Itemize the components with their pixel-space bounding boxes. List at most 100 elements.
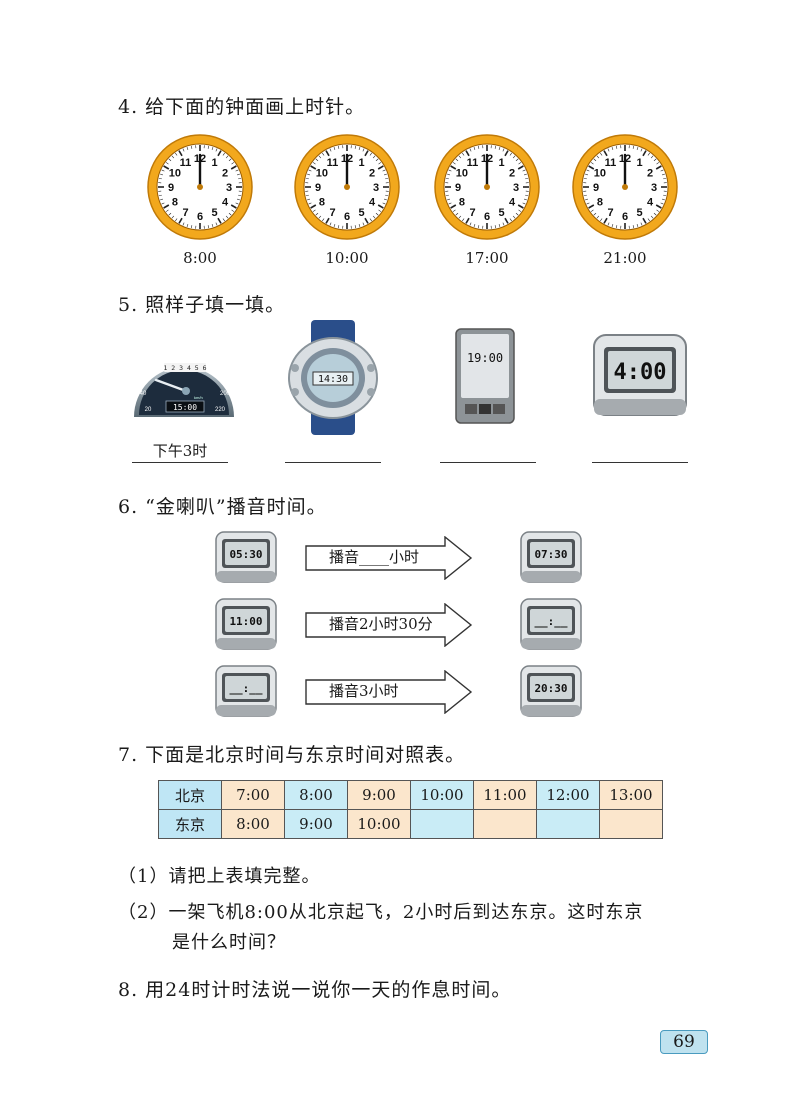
- clock-number: 1: [636, 157, 642, 169]
- table-row-tokyo: 东京 8:00 9:00 10:00: [158, 809, 663, 839]
- example-answer: 下午3时: [152, 442, 208, 460]
- clock-item: 12123456789101121:00: [571, 133, 680, 267]
- clock-number: 10: [456, 168, 468, 180]
- clock-number: 4: [647, 197, 654, 209]
- clock-number: 7: [182, 207, 188, 219]
- clock-number: 7: [469, 207, 475, 219]
- clock-number: 1: [211, 157, 217, 169]
- clock-caption: 17:00: [465, 249, 509, 267]
- digital-clock-icon: 4:00: [593, 334, 687, 416]
- clock-number: 5: [211, 207, 217, 219]
- clock-caption: 8:00: [183, 249, 217, 267]
- beijing-cell: 11:00: [473, 780, 537, 810]
- start-clock-time: 11:00: [229, 615, 262, 628]
- question-5-title: 5. 照样子填一填。: [118, 294, 286, 316]
- clock-number: 11: [180, 157, 192, 169]
- duration-arrow: 播音2小时30分: [305, 603, 473, 647]
- beijing-cell: 9:00: [347, 780, 411, 810]
- tokyo-cell: 10:00: [347, 809, 411, 839]
- question-4-title: 4. 给下面的钟面画上时针。: [118, 96, 366, 118]
- tokyo-cell: 8:00: [221, 809, 285, 839]
- clock-number: 4: [222, 197, 229, 209]
- answer-line-2[interactable]: [285, 462, 381, 463]
- clock-item: 12123456789101110:00: [293, 133, 402, 267]
- clock-number: 2: [647, 168, 653, 180]
- clock-number: 7: [607, 207, 613, 219]
- tokyo-cell-blank[interactable]: [536, 809, 600, 839]
- clock-number: 5: [636, 207, 642, 219]
- duration-label: 播音3小时: [329, 682, 399, 700]
- tokyo-cell-blank[interactable]: [473, 809, 537, 839]
- wristwatch-icon: 14:30: [288, 320, 378, 435]
- speed-60: 60: [142, 374, 149, 380]
- clock-number: 6: [344, 211, 350, 223]
- clock-face-icon[interactable]: 121234567891011: [293, 133, 401, 241]
- end-clock: __:__: [520, 598, 582, 650]
- beijing-cell: 8:00: [284, 780, 348, 810]
- clock-number: 1: [498, 157, 504, 169]
- clock-item: 12123456789101117:00: [433, 133, 542, 267]
- clock-number: 9: [455, 182, 461, 194]
- beijing-cell: 13:00: [599, 780, 663, 810]
- start-clock: 11:00: [215, 598, 277, 650]
- speed-40: 40: [140, 391, 147, 397]
- end-clock-time: 07:30: [534, 548, 567, 561]
- odometer-text: 1 2 3 4 5 6: [163, 364, 206, 372]
- beijing-cell: 10:00: [410, 780, 474, 810]
- clock-number: 2: [369, 168, 375, 180]
- clock-number: 9: [315, 182, 321, 194]
- question-7-title: 7. 下面是北京时间与东京时间对照表。: [118, 744, 466, 766]
- clock-number: 2: [509, 168, 515, 180]
- clock-number: 10: [594, 168, 606, 180]
- time-comparison-table: 北京 7:00 8:00 9:00 10:00 11:00 12:00 13:0…: [158, 780, 663, 839]
- start-clock-time: 05:30: [229, 548, 262, 561]
- clock-number: 6: [484, 211, 490, 223]
- clock-item: 1212345678910118:00: [146, 133, 255, 267]
- sub-question-1: （1）请把上表填完整。: [118, 866, 321, 887]
- start-clock: __:__: [215, 665, 277, 717]
- start-clock-time: __:__: [229, 682, 262, 695]
- clock-number: 5: [498, 207, 504, 219]
- clock-number: 11: [327, 157, 339, 169]
- clock-number: 10: [169, 168, 181, 180]
- tokyo-cell-blank[interactable]: [599, 809, 663, 839]
- end-clock: 07:30: [520, 531, 582, 583]
- clock-number: 8: [597, 197, 603, 209]
- question-8-title: 8. 用24时计时法说一说你一天的作息时间。: [118, 979, 512, 1001]
- beijing-cell: 12:00: [536, 780, 600, 810]
- answer-line-4[interactable]: [592, 462, 688, 463]
- sub-question-2-line-1: （2）一架飞机8:00从北京起飞，2小时后到达东京。这时东京: [118, 902, 644, 923]
- tokyo-cell: 9:00: [284, 809, 348, 839]
- duration-arrow: 播音____小时: [305, 536, 473, 580]
- clock-number: 5: [358, 207, 364, 219]
- clock-number: 9: [168, 182, 174, 194]
- clock-number: 9: [593, 182, 599, 194]
- answer-line-3[interactable]: [440, 462, 536, 463]
- clock-number: 1: [358, 157, 364, 169]
- clock-number: 8: [459, 197, 465, 209]
- speed-140: 140: [195, 347, 206, 353]
- clock-number: 11: [605, 157, 617, 169]
- speed-unit: km/h: [194, 395, 203, 400]
- end-clock: 20:30: [520, 665, 582, 717]
- answer-line-1[interactable]: [132, 462, 228, 463]
- clock-face-icon[interactable]: 121234567891011: [146, 133, 254, 241]
- clock-number: 10: [316, 168, 328, 180]
- clock-caption: 10:00: [325, 249, 369, 267]
- speedometer-icon: 20 40 60 80 100 120 140 160 180 200 220 …: [134, 342, 234, 417]
- mobile-phone-icon: 19:00: [455, 328, 515, 424]
- clock-number: 8: [319, 197, 325, 209]
- clock-number: 6: [622, 211, 628, 223]
- duration-label: 播音____小时: [329, 548, 420, 566]
- clock-face-icon[interactable]: 121234567891011: [571, 133, 679, 241]
- speed-100: 100: [163, 347, 174, 353]
- clock-face-icon[interactable]: 121234567891011: [433, 133, 541, 241]
- clock-number: 8: [172, 197, 178, 209]
- page-number: 69: [660, 1030, 708, 1054]
- tokyo-cell-blank[interactable]: [410, 809, 474, 839]
- speed-120: 120: [179, 342, 190, 348]
- clock-number: 6: [197, 211, 203, 223]
- digital-clock-time: 4:00: [614, 360, 667, 385]
- sub-question-2-line-2: 是什么时间？: [172, 932, 286, 953]
- phone-time: 19:00: [467, 351, 503, 365]
